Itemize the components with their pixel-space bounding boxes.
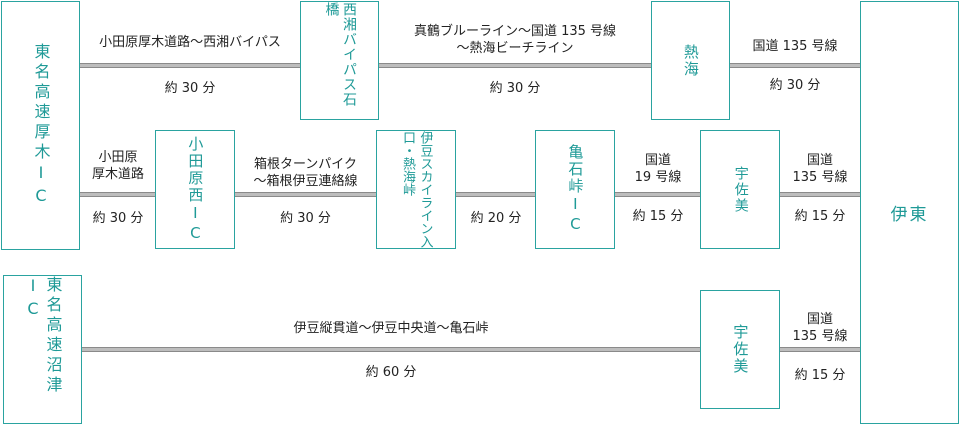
route-time-izu-skyline: 約 20 分 [470, 211, 522, 226]
node-usami-1: 宇佐美 [700, 130, 780, 249]
route-time-manazuru-blueline: 約 30 分 [489, 81, 541, 96]
route-label-route135-usami2: 国道 135 号線 [792, 312, 848, 344]
node-seisho-ishibashi: 西湘バイパス石橋 [300, 1, 379, 120]
node-tomei-numazu-ic: 東名高速沼津IC [3, 275, 82, 424]
node-izu-skyline-atami-toge: 伊豆スカイライン入口・熱海峠 [376, 130, 456, 249]
node-usami-2: 宇佐美 [700, 290, 780, 409]
route-time-route19: 約 15 分 [632, 209, 684, 224]
node-label: 西湘バイパス石橋 [323, 2, 358, 107]
route-time-izu-jukan: 約 60 分 [365, 365, 417, 380]
road-manazuru-blueline [378, 63, 651, 68]
route-label-route135-atami: 国道 135 号線 [752, 39, 838, 54]
route-time-hakone-turnpike: 約 30 分 [280, 211, 331, 226]
route-label-hakone-turnpike: 箱根ターンパイク ～箱根伊豆連絡線 [253, 157, 358, 189]
node-label: 伊東 [890, 205, 929, 225]
road-route135-usami2-ito [779, 347, 861, 352]
route-label-odawara-atsugi: 小田原 厚木道路 [91, 150, 144, 182]
route-time-route135-usami2: 約 15 分 [794, 368, 846, 383]
route-time-route135-atami: 約 30 分 [769, 78, 821, 93]
route-time-odawara-atsugi-seisho: 約 30 分 [164, 81, 216, 96]
node-label: 熱海 [681, 43, 700, 78]
node-odawara-nishi-ic: 小田原西IC [155, 130, 235, 249]
road-route135-atami-ito [729, 63, 861, 68]
node-tomei-atsugi-ic: 東名高速厚木IC [1, 1, 80, 250]
route-label-odawara-atsugi-seisho: 小田原厚木道路～西湘バイパス [99, 35, 281, 50]
road-route19 [614, 192, 701, 197]
node-label: 東名高速沼津IC [23, 276, 63, 396]
route-time-odawara-atsugi: 約 30 分 [92, 211, 144, 226]
road-odawara-atsugi-seisho [79, 63, 301, 68]
node-atami: 熱海 [651, 1, 730, 120]
road-hakone-turnpike [234, 192, 377, 197]
node-label: 小田原西IC [186, 135, 205, 244]
node-kameishi-toge-ic: 亀石峠IC [535, 130, 615, 249]
node-label: 宇佐美 [731, 324, 750, 375]
route-label-route19: 国道 19 号線 [634, 153, 682, 185]
road-izu-jukan [81, 347, 701, 352]
road-odawara-atsugi [79, 192, 156, 197]
node-label: 宇佐美 [732, 165, 749, 214]
road-izu-skyline [455, 192, 536, 197]
node-ito: 伊東 [860, 1, 959, 424]
route-label-izu-jukan: 伊豆縦貫道～伊豆中央道～亀石峠 [293, 321, 489, 336]
node-label: 東名高速厚木IC [31, 42, 51, 209]
node-label: 亀石峠IC [566, 144, 585, 235]
route-label-route135-usami: 国道 135 号線 [792, 153, 848, 185]
road-route135-usami-ito [779, 192, 861, 197]
route-time-route135-usami: 約 15 分 [794, 209, 846, 224]
route-label-manazuru-blueline: 真鶴ブルーライン～国道 135 号線 ～熱海ビーチライン [413, 24, 617, 56]
node-label: 伊豆スカイライン入口・熱海峠 [400, 131, 433, 248]
